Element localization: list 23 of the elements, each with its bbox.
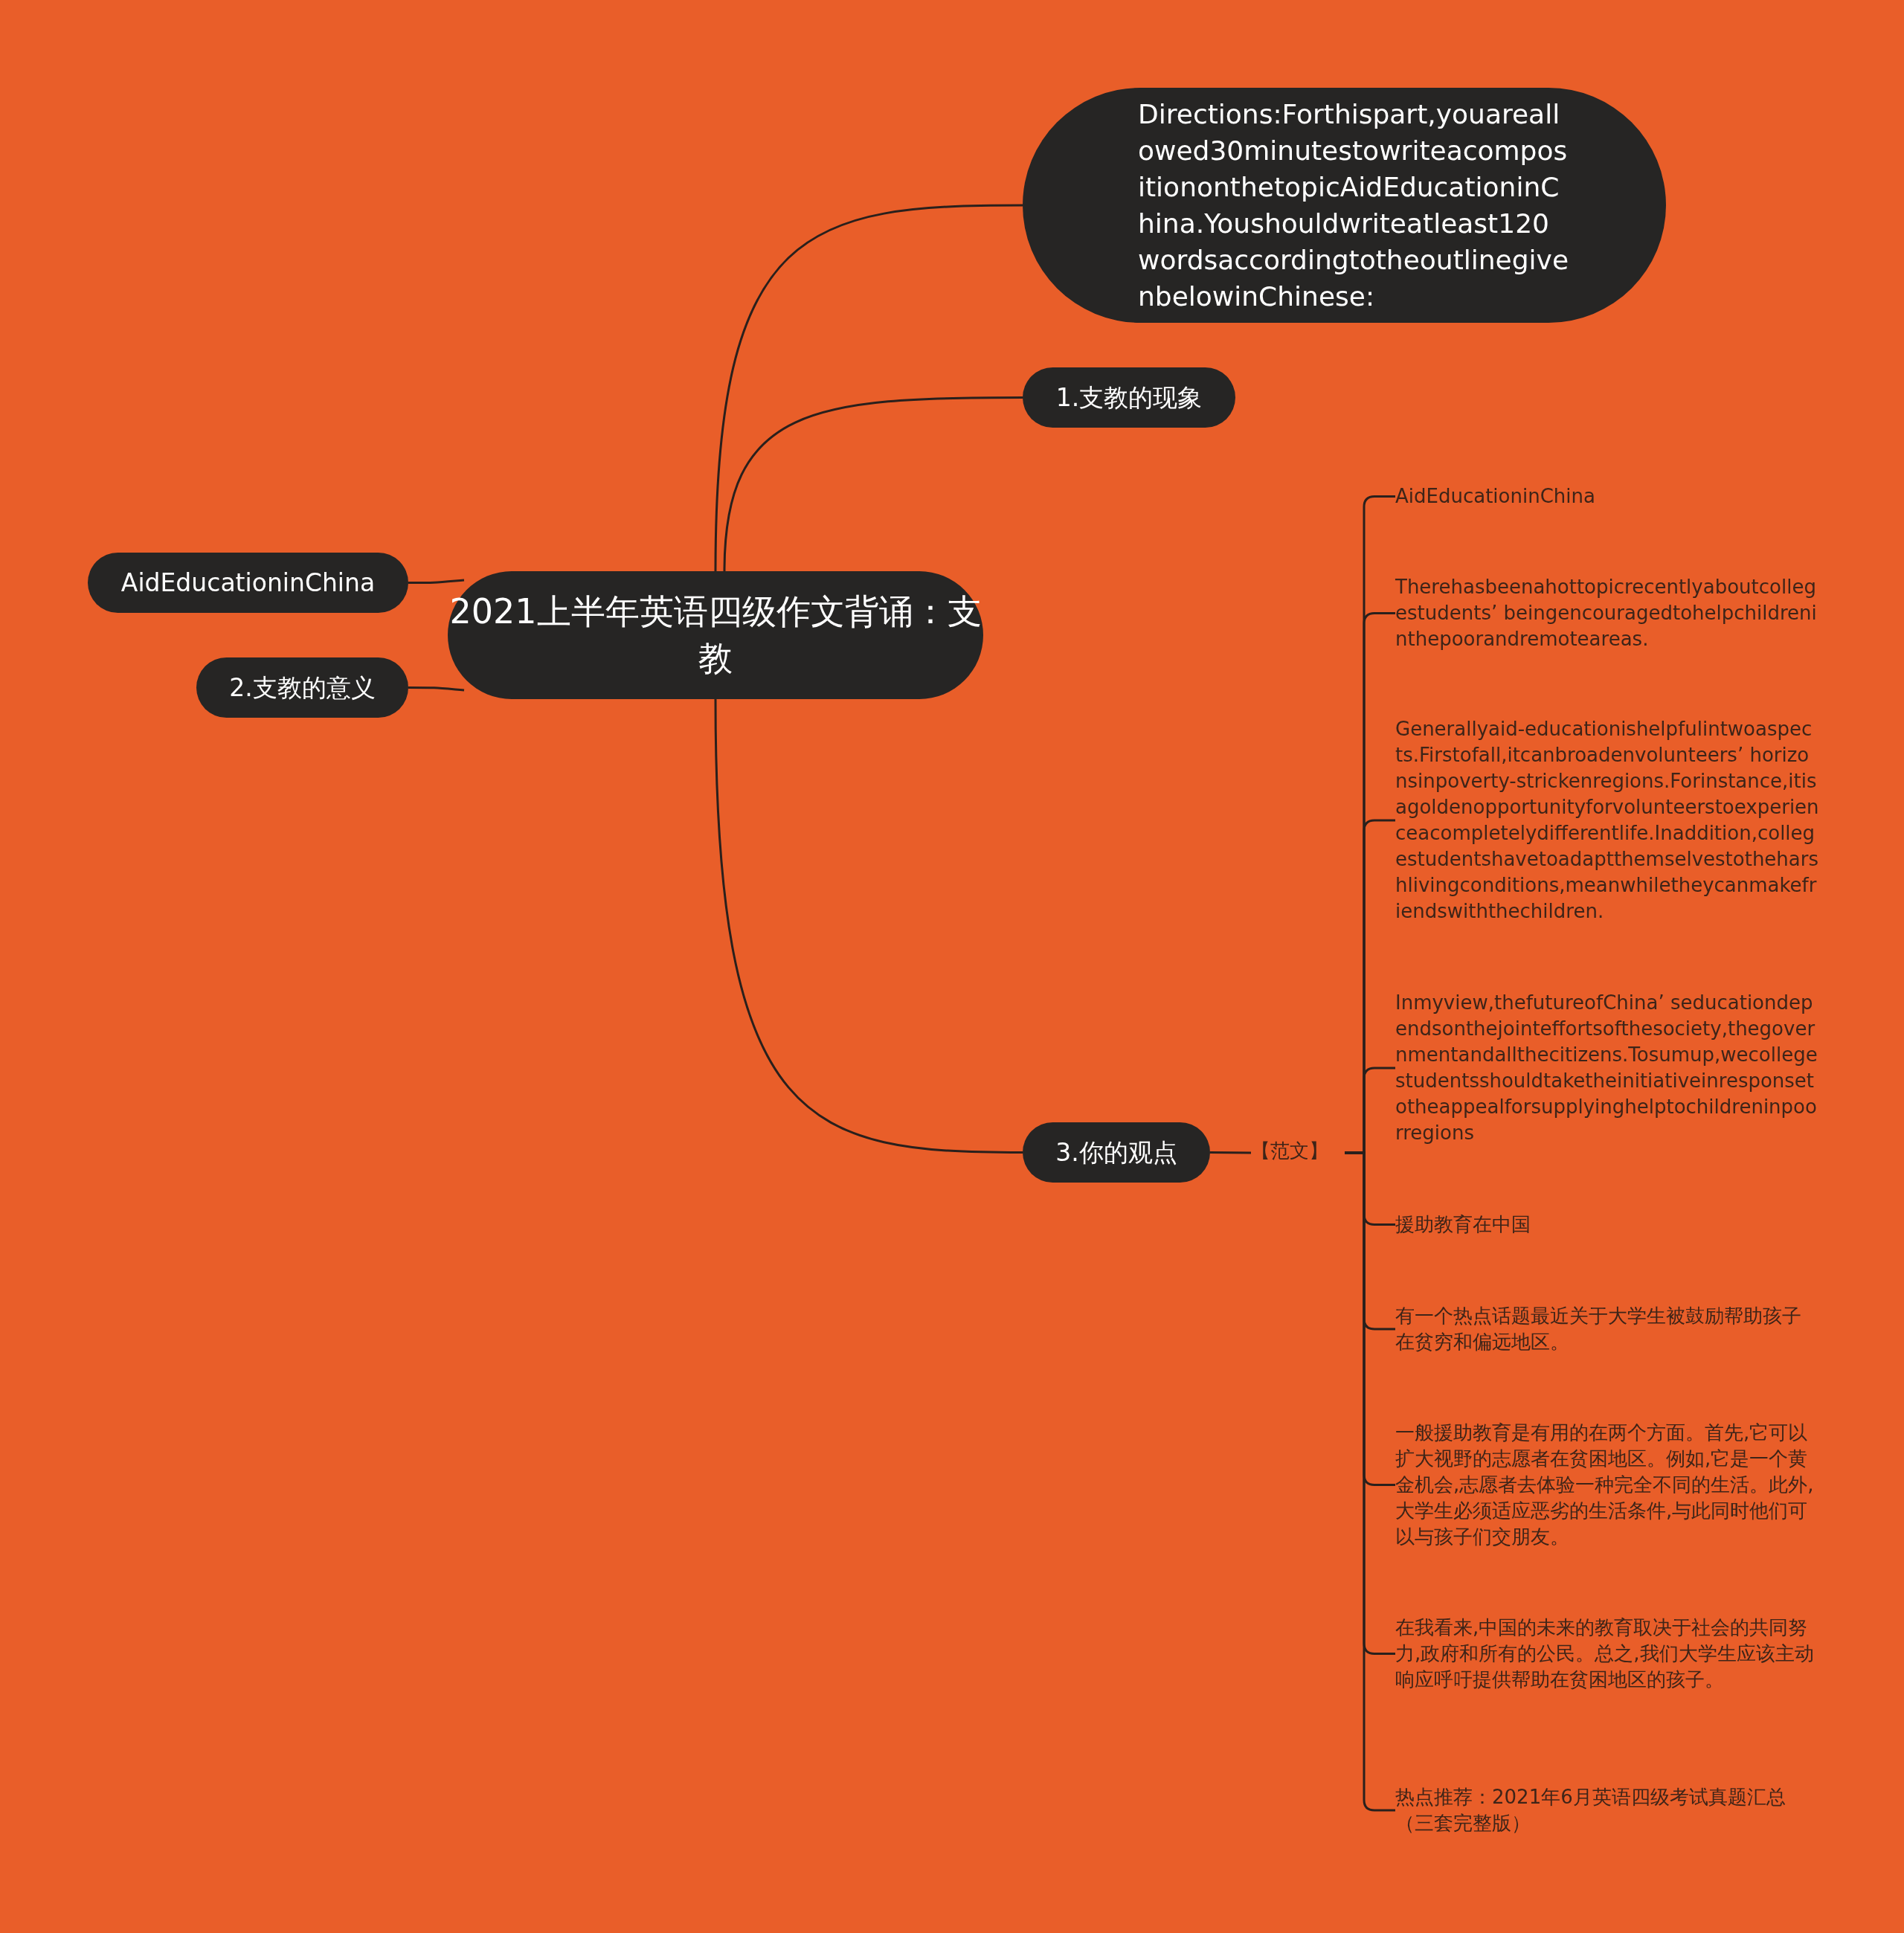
connector — [714, 204, 1023, 572]
essay-paragraph: 有一个热点话题最近关于大学生被鼓励帮助孩子在贫穷和偏远地区。 — [1395, 1304, 1802, 1354]
connector — [723, 396, 1023, 572]
connector — [1210, 1151, 1251, 1154]
connector — [408, 686, 465, 692]
topic-text: 1.支教的现象 — [1055, 382, 1203, 414]
topic-text: AidEducationinChina — [120, 567, 376, 599]
essay-paragraph: Inmyview,thefutureofChina’ seducationdependsonthejointeffortsofthesociety,thegovernmentandallthecitizens.Tosumup,wecollegestudentsshouldtaketheinitiativeinresponsetotheappealforsupplyinghelptochildreninpoorregions — [1395, 991, 1818, 1145]
topic-text: 2.支教的意义 — [229, 672, 376, 704]
essay-paragraph: 热点推荐：2021年6月英语四级考试真题汇总（三套完整版） — [1395, 1785, 1786, 1836]
topic-text: 2021上半年英语四级作文背诵：支教 — [448, 591, 982, 680]
essay-paragraph: 在我看来,中国的未来的教育取决于社会的共同努力,政府和所有的公民。总之,我们大学生应该主动响应呼吁提供帮助在贫困地区的孩子。 — [1395, 1615, 1815, 1692]
essay-paragraph: AidEducationinChina — [1395, 484, 1596, 509]
section-label: 【范文】 — [1251, 1139, 1329, 1163]
essay-paragraph: 援助教育在中国 — [1395, 1212, 1531, 1237]
topic-text: 3.你的观点 — [1055, 1137, 1177, 1168]
topic-text: Directions:Forthispart,youareallowed30minutestowriteacompositiononthetopicAidEducationinChina.Youshouldwriteatleast120wordsaccordingtotheoutlinegivenbelowinChinese: — [1138, 98, 1569, 313]
essay-paragraph: Generallyaid-educationishelpfulintwoaspects.Firstofall,itcanbroadenvolunteers’ horizonsinpoverty-strickenregions.Forinstance,itisagoldenopportunityforvolunteerstoexperienceacompletelydifferentlife.Inaddition,collegestudentshavetoadaptthemselvestotheharshlivingconditions,meanwhiletheycanmakefriendswiththechildren. — [1395, 717, 1819, 924]
connector — [408, 579, 465, 584]
essay-paragraph: 一般援助教育是有用的在两个方面。首先,它可以扩大视野的志愿者在贫困地区。例如,它是一个黄金机会,志愿者去体验一种完全不同的生活。此外,大学生必须适应恶劣的生活条件,与此同时他们可以与孩子们交朋友。 — [1395, 1421, 1815, 1549]
bracket-connector — [1345, 1151, 1395, 1812]
essay-paragraph: Therehasbeenahottopicrecentlyaboutcollegestudents’ beingencouragedtohelpchildreninthepoorandremoteareas. — [1395, 575, 1818, 652]
connector — [714, 698, 1023, 1154]
